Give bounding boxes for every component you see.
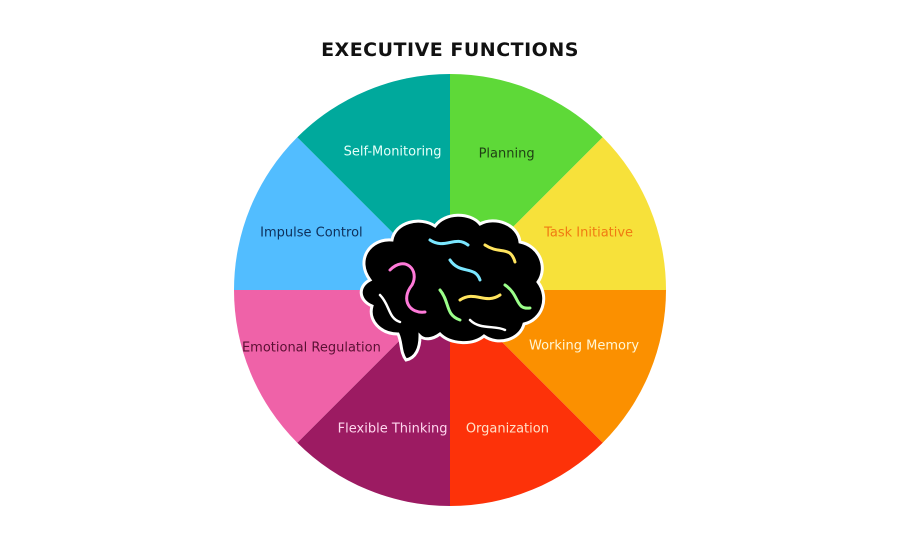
brain-vein-cyan: [428, 238, 482, 282]
brain-vein-green: [438, 283, 532, 322]
segment-organization: [450, 290, 603, 506]
segment-label-planning: Planning: [479, 146, 535, 161]
segment-label-flexible-thinking: Flexible Thinking: [338, 422, 448, 437]
brain-vein-yellow: [458, 243, 517, 302]
segment-label-emotional-regulation: Emotional Regulation: [242, 340, 381, 355]
segment-label-task-initiative: Task Initiative: [543, 226, 633, 241]
segment-label-impulse-control: Impulse Control: [260, 226, 363, 241]
brain-vein-pink: [388, 262, 427, 314]
segment-label-organization: Organization: [466, 422, 549, 437]
segment-label-self-monitoring: Self-Monitoring: [344, 144, 442, 159]
brain-vein-white: [378, 293, 507, 332]
diagram-title: EXECUTIVE FUNCTIONS: [321, 39, 579, 61]
segment-label-working-memory: Working Memory: [529, 339, 639, 354]
brain-icon: [359, 213, 546, 362]
